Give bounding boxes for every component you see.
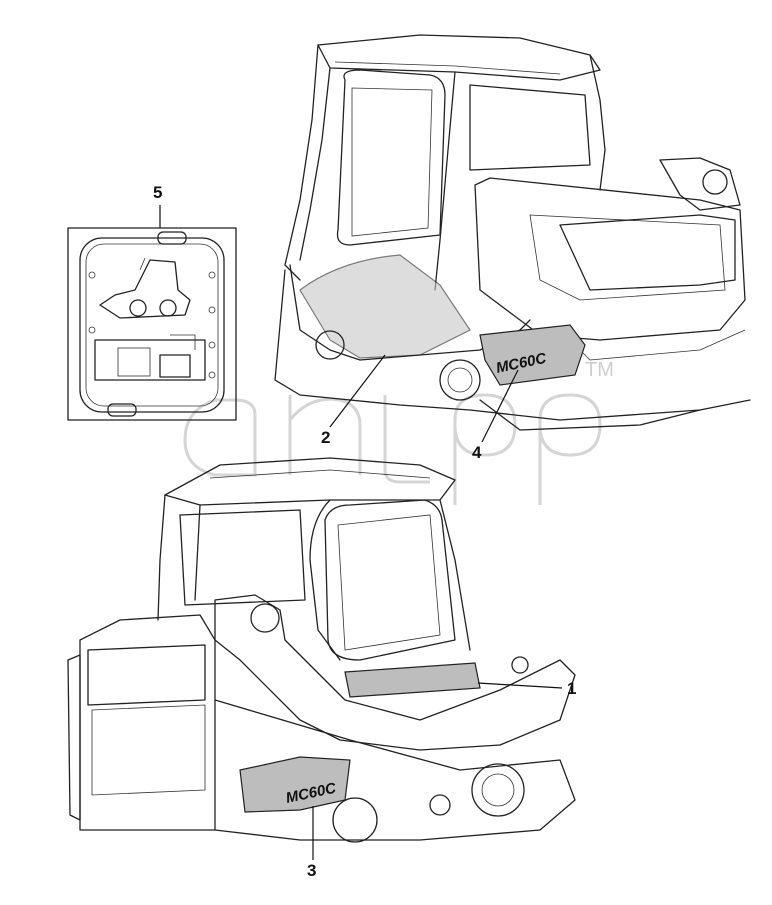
callout-1: 1: [477, 679, 576, 698]
callout-3: 3: [307, 806, 316, 880]
rear-view-machine: MC60C: [274, 34, 751, 431]
callout-4-label: 4: [472, 443, 482, 462]
front-view-machine: MC60C: [67, 457, 576, 843]
front-side-decal: [239, 756, 351, 813]
inset-decal-panel: [67, 227, 237, 421]
callout-3-label: 3: [307, 861, 316, 880]
rear-side-decal: [479, 324, 586, 386]
callout-4: 4: [472, 369, 519, 462]
callout-1-label: 1: [567, 679, 576, 698]
front-light-decal: [344, 662, 481, 698]
trademark-text: TM: [585, 359, 614, 381]
callout-5: 5: [153, 183, 162, 228]
watermark: TM: [183, 359, 614, 505]
callout-5-label: 5: [153, 183, 162, 202]
callout-2: 2: [321, 354, 386, 447]
callout-2-label: 2: [321, 428, 330, 447]
